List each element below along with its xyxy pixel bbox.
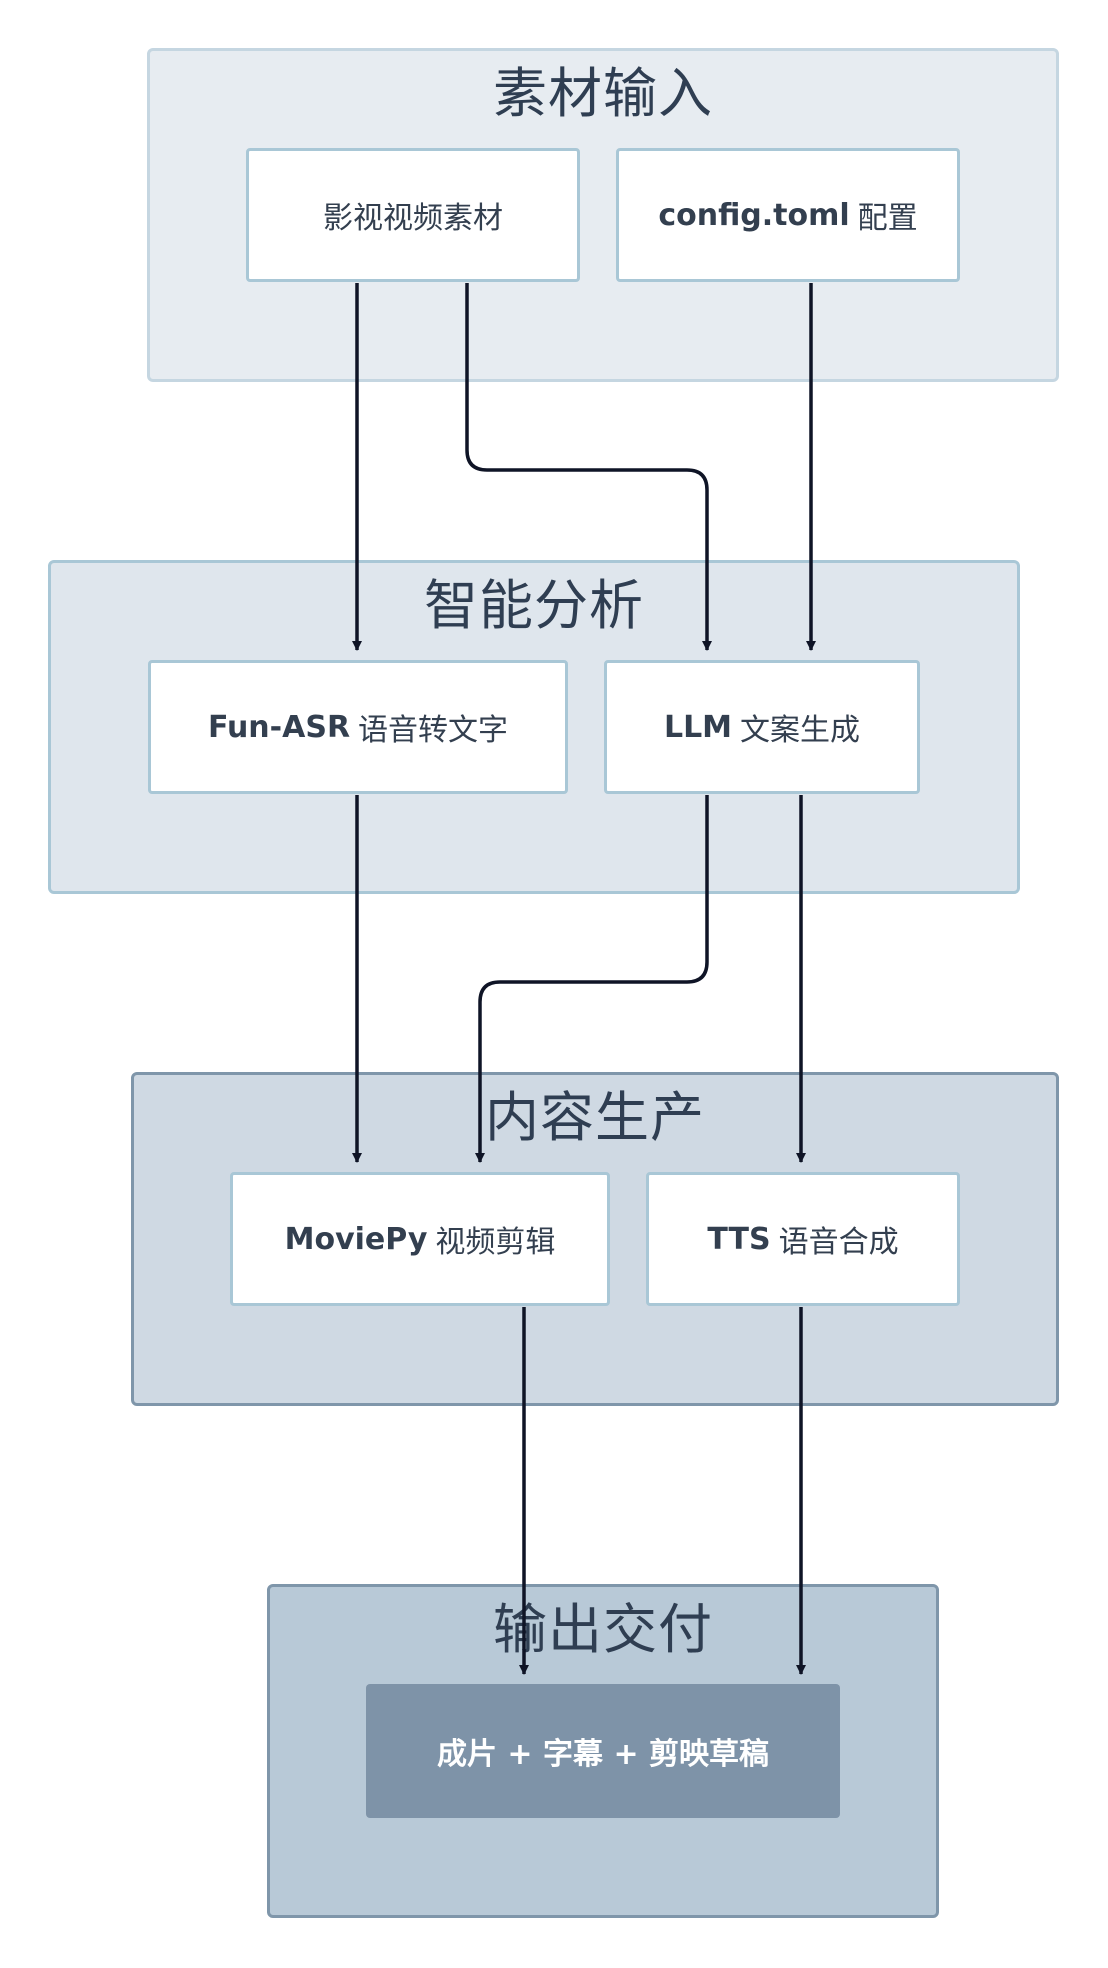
group-title-delivery: 输出交付: [493, 1598, 713, 1661]
node-video-material[interactable]: 影视视频素材: [246, 148, 580, 282]
node-output-label: 成片 + 字幕 + 剪映草稿: [436, 1737, 770, 1772]
node-llm[interactable]: LLM 文案生成: [604, 660, 920, 794]
node-output[interactable]: 成片 + 字幕 + 剪映草稿: [366, 1684, 840, 1818]
group-title-analysis: 智能分析: [424, 574, 644, 637]
node-asr[interactable]: Fun-ASR 语音转文字: [148, 660, 568, 794]
node-tts-bold: TTS: [707, 1221, 771, 1257]
group-title-input: 素材输入: [493, 62, 713, 125]
node-asr-label: 语音转文字: [358, 713, 509, 748]
node-moviepy[interactable]: MoviePy 视频剪辑: [230, 1172, 610, 1306]
node-llm-label: 文案生成: [740, 713, 861, 748]
node-moviepy-bold: MoviePy: [284, 1221, 428, 1257]
edge-video-to-llm: [465, 283, 712, 651]
node-config-bold: config.toml: [658, 197, 850, 233]
node-moviepy-label: 视频剪辑: [435, 1225, 556, 1260]
node-asr-bold: Fun-ASR: [207, 709, 351, 745]
node-video-material-label: 影视视频素材: [323, 201, 503, 236]
node-tts[interactable]: TTS 语音合成: [646, 1172, 960, 1306]
group-title-production: 内容生产: [485, 1086, 705, 1149]
edge-llm-to-moviepy: [475, 795, 709, 1163]
node-config-label: 配置: [857, 201, 918, 236]
node-llm-bold: LLM: [663, 709, 733, 745]
node-config[interactable]: config.toml 配置: [616, 148, 960, 282]
node-tts-label: 语音合成: [778, 1225, 899, 1260]
